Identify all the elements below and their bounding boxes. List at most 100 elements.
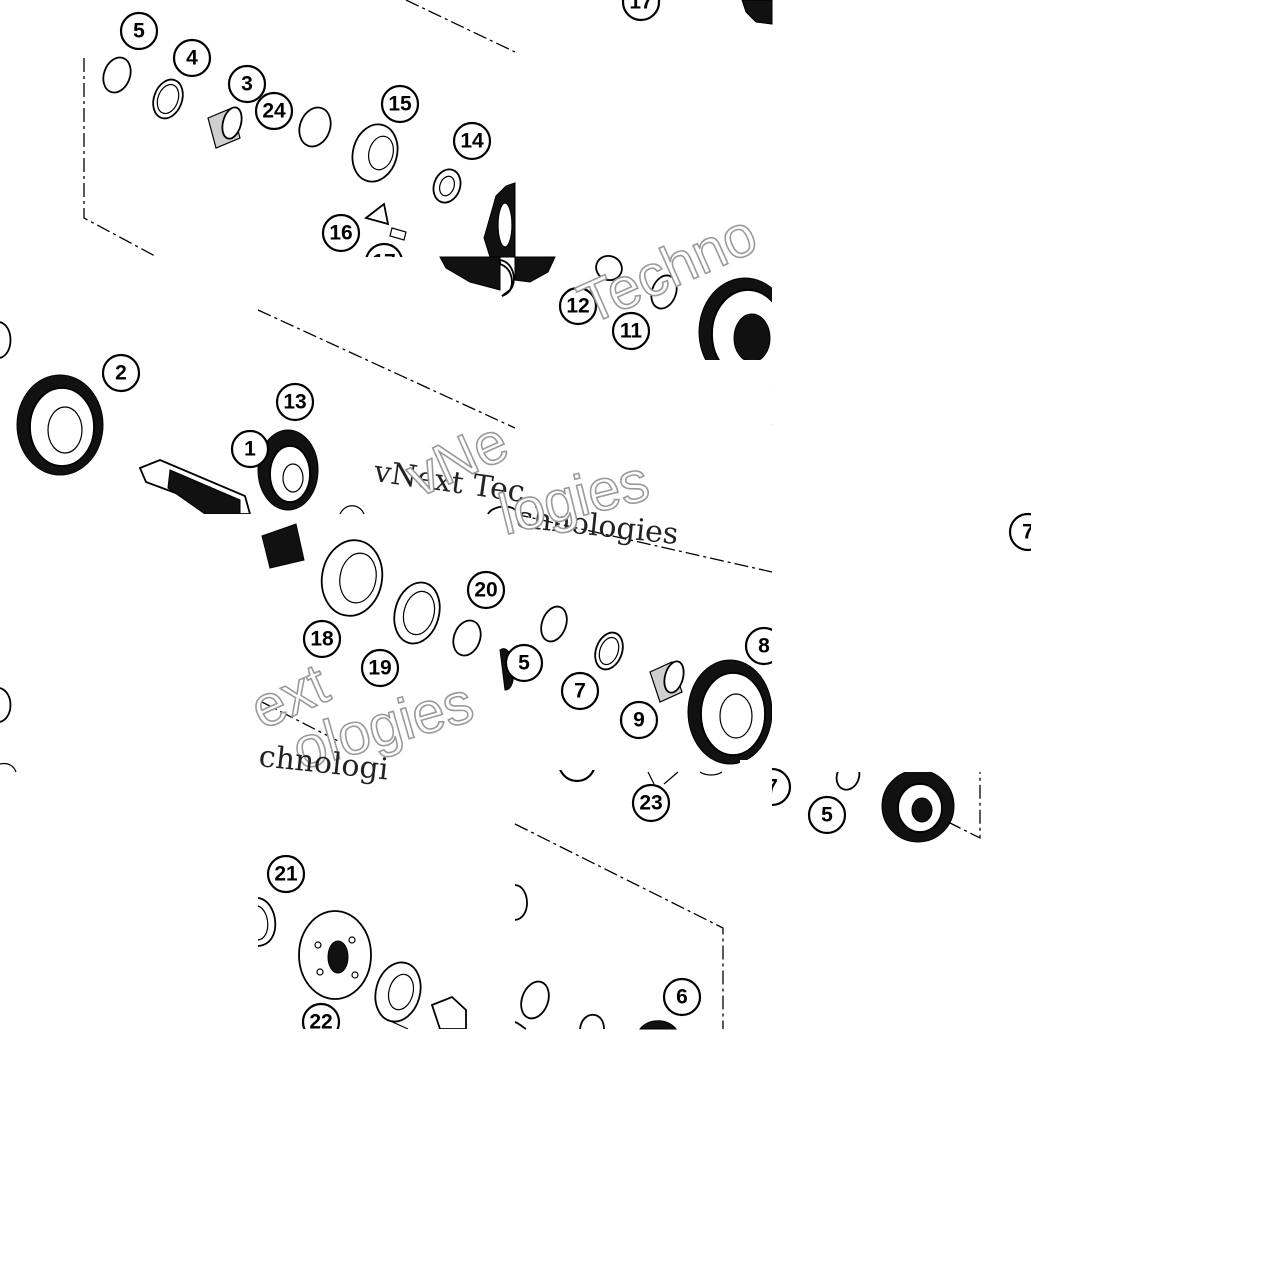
- bushing-part-end: [221, 106, 243, 140]
- callout-label: 1: [244, 438, 256, 461]
- callout-20: 20: [466, 570, 506, 610]
- callout-6: 6: [662, 977, 702, 1017]
- callout-label: 17: [629, 0, 652, 14]
- callout-24: 24: [254, 91, 294, 131]
- gear-part: [881, 769, 955, 843]
- bearing-part: [499, 258, 515, 297]
- seal-part-inner: [257, 905, 269, 941]
- callout-label: 18: [310, 628, 334, 651]
- callout-edge: [0, 321, 12, 359]
- callout-23: 23: [631, 783, 671, 823]
- tile-gap: [300, 257, 440, 287]
- callout-label: 5: [821, 804, 833, 827]
- callout-19: 19: [360, 648, 400, 688]
- bracket-line: [514, 513, 773, 573]
- gear-part: [257, 429, 319, 511]
- circlip-part: [579, 1013, 605, 1030]
- circlip-part: [540, 605, 568, 643]
- bolt-part: [430, 995, 467, 1030]
- callout-edge: [0, 687, 12, 723]
- callout-label: 7: [1022, 521, 1034, 544]
- callout-label: 9: [633, 709, 645, 732]
- bracket-line: [257, 309, 516, 429]
- callout-label: 22: [309, 1011, 332, 1034]
- tile-bottom-center: 6 22 23: [514, 740, 724, 1030]
- leader-line: [647, 771, 679, 785]
- callout-label: 5: [518, 652, 530, 675]
- part-edge: [514, 1021, 527, 1030]
- callout-5: 5: [504, 643, 544, 683]
- callout-label: 15: [388, 93, 412, 116]
- gear-part: [639, 1020, 677, 1030]
- washer-part-inner: [156, 83, 180, 115]
- callout-label: 13: [283, 391, 306, 414]
- tile-gap: [740, 760, 772, 820]
- callout-9: 9: [619, 700, 659, 740]
- tile-gap: [515, 360, 772, 514]
- callout-label: 2: [115, 362, 127, 385]
- part-edge: [339, 505, 365, 515]
- callout-label: 16: [329, 222, 352, 245]
- circlip-part: [102, 56, 132, 94]
- callout-label: 23: [639, 792, 662, 815]
- callout-18: 18: [302, 619, 342, 659]
- gear-part: [514, 256, 556, 283]
- tile-top-left: 5 4 3 24 15 14 16 17: [83, 0, 516, 287]
- bracket-line: [514, 823, 724, 1029]
- tile-center: 18 19 20 ext ologies chnologi: [0, 514, 506, 788]
- bushing-part-end: [663, 660, 685, 694]
- callout-1: 1: [230, 429, 270, 469]
- callout-7: 7: [560, 671, 600, 711]
- callout-11: 11: [611, 311, 651, 351]
- o-ring-part: [452, 619, 482, 657]
- tile-gap: [1031, 505, 1091, 565]
- bracket-line: [257, 699, 341, 743]
- callout-16: 16: [321, 213, 361, 253]
- circlip-part: [520, 980, 550, 1020]
- gear-part: [687, 659, 773, 765]
- tile-top-right: 17: [621, 0, 773, 25]
- tile-middle-left: 2 13 1 vNext Tec vNe: [0, 309, 527, 515]
- tile-gap: [772, 514, 1030, 770]
- leader-line: [387, 1019, 409, 1030]
- callout-label: 4: [186, 47, 198, 70]
- seal-part-inner: [402, 590, 436, 636]
- callout-4: 4: [172, 38, 212, 78]
- bearing-part-inner: [368, 135, 394, 171]
- tile-gap: [860, 740, 980, 772]
- callout-label: 24: [262, 100, 286, 123]
- callout-label: 21: [274, 863, 298, 886]
- callout-label: 14: [460, 130, 484, 153]
- gear-part: [261, 523, 305, 569]
- callout-label: 12: [566, 295, 589, 318]
- part-edge: [0, 762, 17, 773]
- callout-edge: [514, 884, 528, 921]
- circlip-part: [298, 106, 332, 148]
- washer-part-inner: [387, 973, 415, 1011]
- gear-part-hub: [497, 202, 513, 248]
- callout-label: 11: [620, 320, 643, 343]
- bracket-line: [83, 58, 156, 257]
- tile-gap: [555, 740, 599, 770]
- callout-label: 20: [474, 579, 497, 602]
- tile-bottom-left: 21 22: [257, 854, 515, 1069]
- callout-15: 15: [380, 84, 420, 124]
- gear-part: [741, 0, 773, 25]
- callout-13: 13: [275, 382, 315, 422]
- washer-part-inner: [598, 636, 620, 666]
- callout-label: 8: [758, 635, 770, 658]
- callout-label: 7: [574, 680, 586, 703]
- callout-14: 14: [452, 121, 492, 161]
- washer-part: [650, 274, 678, 310]
- tile-center-right: chnologies 5 7 9 8 logies: [492, 447, 1030, 770]
- callout-label: 19: [368, 657, 391, 680]
- callout-label: 5: [133, 20, 145, 43]
- callout-12: 12: [558, 286, 598, 326]
- screw-part: [389, 227, 407, 241]
- lock-plate-part: [364, 202, 390, 226]
- part-edge: [699, 771, 723, 776]
- callout-edge: [487, 505, 516, 515]
- circlip-part: [595, 254, 623, 282]
